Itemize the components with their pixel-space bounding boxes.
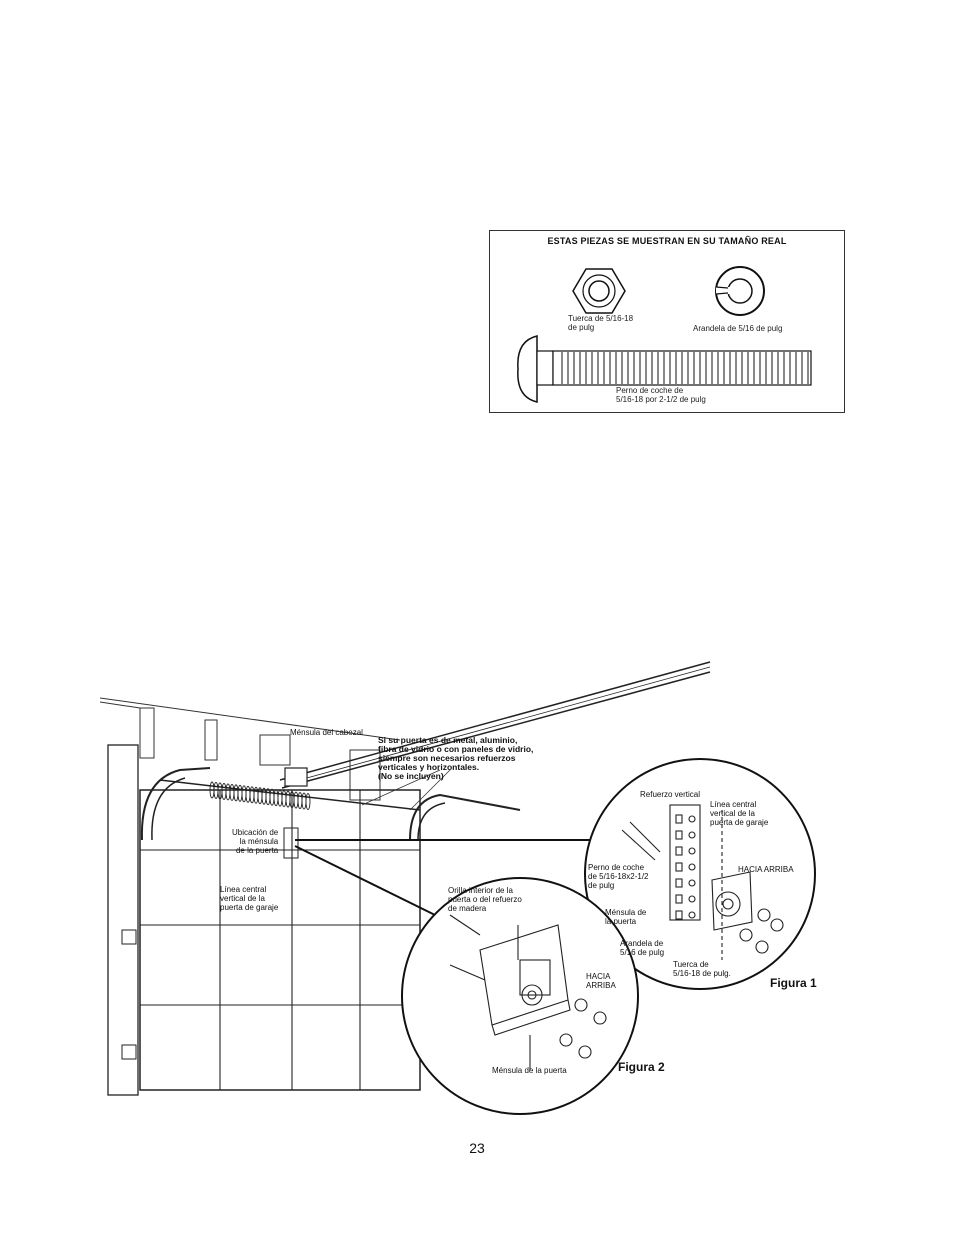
parts-actual-size-box: ESTAS PIEZAS SE MUESTRAN EN SU TAMAÑO RE… [489,230,845,413]
carriage-bolt-icon [517,335,812,403]
fig1-nut-label: Tuerca de 5/16-18 de pulg. [673,960,731,978]
hex-nut-icon [572,268,626,314]
reinforcement-note: Si su puerta es de metal, aluminio, fibr… [378,735,534,781]
nut-label: Tuerca de 5/16-18 de pulg [568,314,634,332]
fig2-up-label: HACIA ARRIBA [586,972,616,990]
parts-box-title: ESTAS PIEZAS SE MUESTRAN EN SU TAMAÑO RE… [547,236,787,246]
page-number: 23 [469,1140,485,1156]
center-line-label: Línea central vertical de la puerta de g… [220,885,279,912]
door-bracket-installation-figure: Ménsula del cabezal Si su puerta es de m… [100,660,820,1155]
garage-door-illustration [100,661,816,1115]
lock-washer-icon [715,266,765,316]
fig1-vertical-reinforcement-label: Refuerzo vertical [640,790,701,799]
figure-2-caption: Figura 2 [618,1060,665,1074]
fig1-washer-label: Arandela de 5/16 de pulg [620,939,665,957]
bracket-location-label: Ubicación de la ménsula de la puerta [232,828,279,855]
fig2-inner-edge-label: Orilla interior de la puerta o del refue… [448,886,522,913]
header-bracket-label: Ménsula del cabezal [290,728,363,737]
fig1-carriage-bolt-label: Perno de coche de 5/16-18x2-1/2 de pulg [588,863,649,890]
fig1-door-bracket-label: Ménsula de la puerta [605,908,647,926]
fig1-center-line-label: Línea central vertical de la puerta de g… [710,800,769,827]
bolt-label: Perno de coche de 5/16-18 por 2-1/2 de p… [616,386,706,404]
figure-1-caption: Figura 1 [770,976,817,990]
washer-label: Arandela de 5/16 de pulg [693,324,783,333]
fig1-up-label: HACIA ARRIBA [738,865,794,874]
fig2-door-bracket-label: Ménsula de la puerta [492,1066,567,1075]
hardware-illustrations [517,266,812,403]
